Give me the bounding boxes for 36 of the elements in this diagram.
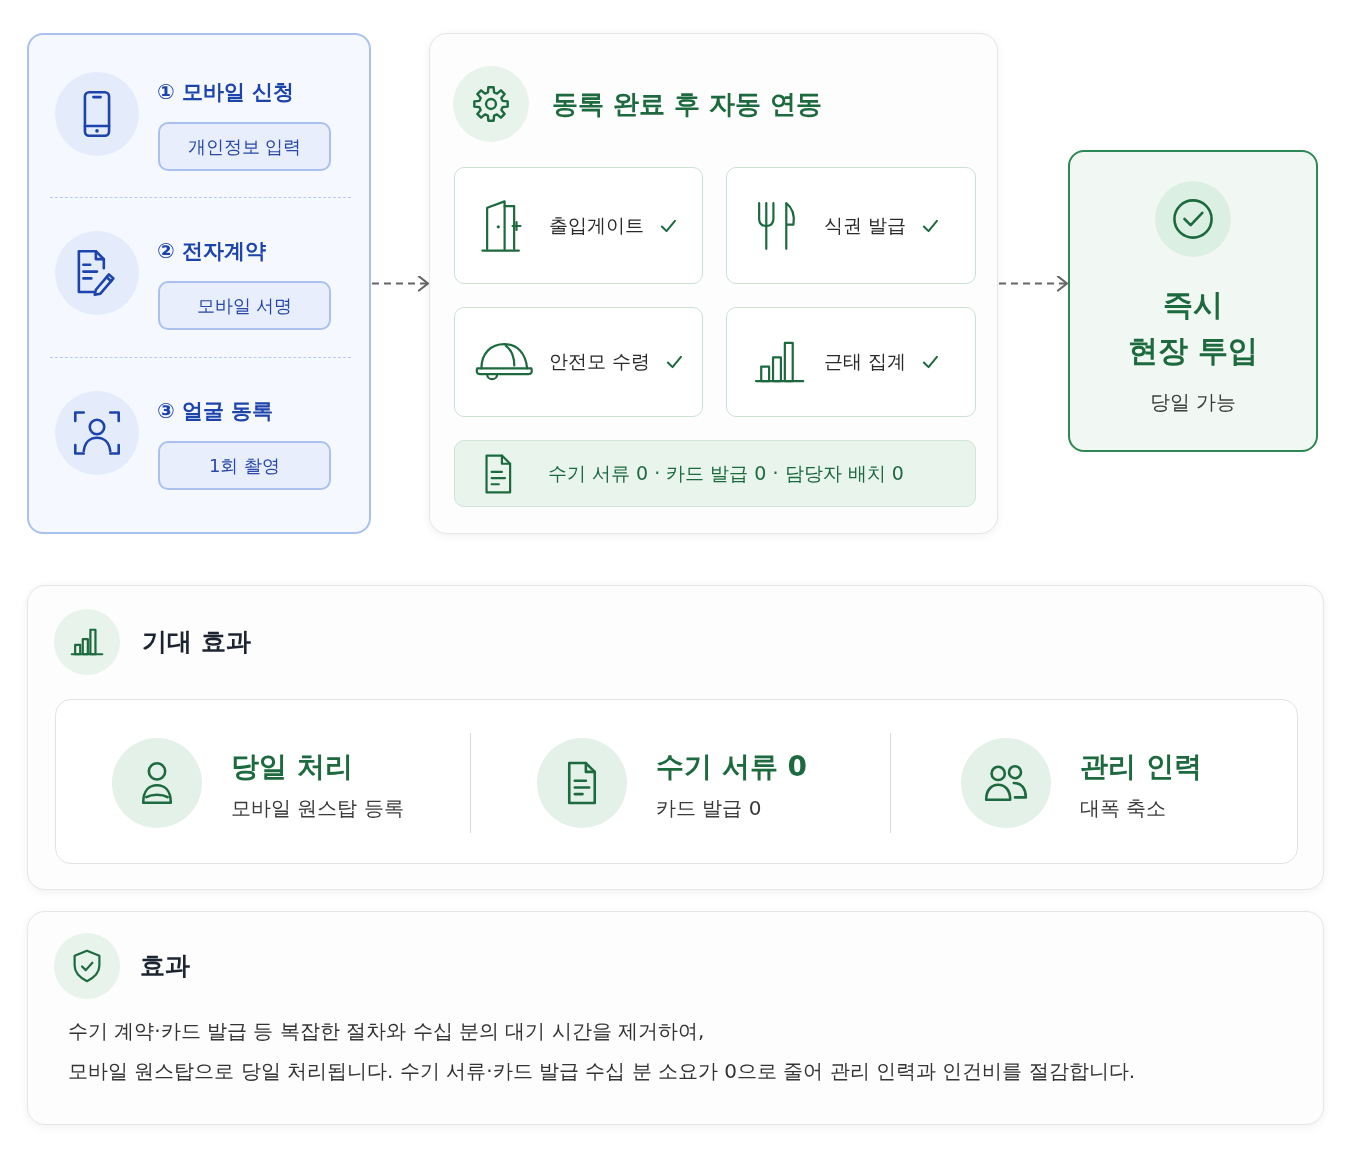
result-subtitle: 당일 가능 — [1149, 389, 1237, 416]
metric-title: 수기 서류 0 — [656, 750, 807, 784]
feature-label: 출입게이트 — [549, 212, 644, 238]
feature-label: 식권 발급 — [824, 212, 907, 238]
result-title: 즉시 현장 투입 — [1127, 286, 1259, 370]
panel-title: 동록 완료 후 자동 연동 — [552, 88, 823, 120]
steps-panel — [27, 33, 371, 534]
summary-text: 수기 서류 0 · 카드 발급 0 · 담당자 배치 0 — [548, 460, 904, 486]
metric-title: 당일 처리 — [231, 750, 353, 784]
metric-subtitle: 모바일 원스탑 등록 — [231, 795, 404, 822]
effects-panel — [27, 585, 1324, 890]
feature-card — [726, 167, 976, 284]
feature-label: 안전모 수령 — [549, 349, 651, 374]
hub-panel — [429, 33, 998, 534]
dashed-arrow — [998, 275, 1069, 292]
feature-label: 근태 집계 — [824, 349, 907, 374]
metric-subtitle: 대폭 축소 — [1080, 795, 1167, 822]
step-tag: 1회 촬영 — [158, 441, 331, 490]
dashed-arrow — [371, 275, 430, 292]
section-title: 기대 효과 — [142, 626, 251, 658]
body-text: 수기 계약·카드 발급 등 복잡한 절차와 수십 분의 대기 시간을 제거하여, 모바일 원스탑으로 당일 처리됩니다. 수기 서류·카드 발급 수십 분 소요가 0으로 줄어 관리 인력과 인건비를 절감합니다. — [68, 1018, 1136, 1085]
notes-panel — [27, 911, 1324, 1125]
result-card — [1068, 150, 1318, 452]
step-title: ① 모바일 신청 — [157, 79, 295, 105]
summary-bar — [454, 440, 976, 507]
feature-card — [454, 167, 703, 284]
feature-card — [726, 307, 976, 417]
step-title: ② 전자계약 — [157, 238, 267, 264]
metric-title: 관리 인력 — [1080, 750, 1202, 784]
step-tag: 모바일 서명 — [158, 281, 331, 330]
metrics-card — [55, 699, 1298, 864]
metric-subtitle: 카드 발급 0 — [656, 795, 762, 822]
feature-card — [454, 307, 703, 417]
section-title: 효과 — [140, 950, 190, 982]
step-title: ③ 얼굴 동록 — [157, 398, 274, 424]
step-tag: 개인정보 입력 — [158, 122, 331, 171]
